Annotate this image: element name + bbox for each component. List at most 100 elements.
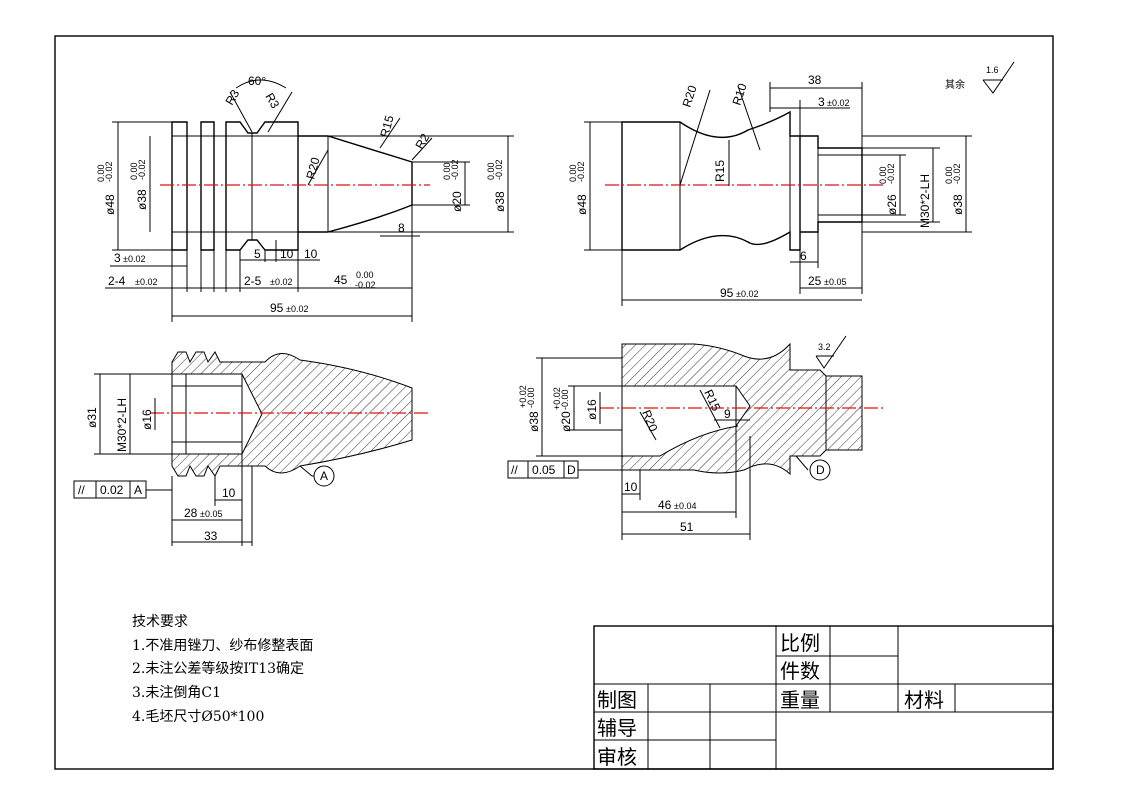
fcf-symbol: //: [511, 463, 518, 477]
d20-tol-lo: -0.00: [560, 389, 570, 410]
r20-label: R20: [303, 156, 322, 181]
notes-title: 技术要求: [132, 614, 188, 630]
r3-label-b: R3: [262, 91, 282, 112]
angle-label: 60°: [248, 74, 266, 88]
l51-label: 51: [680, 520, 694, 534]
d48-label: ø48: [575, 194, 589, 215]
l28-tol: ±0.05: [200, 509, 222, 519]
tb-drawn-label: 制图: [597, 688, 637, 712]
l2-5-tol: ±0.02: [270, 277, 292, 287]
l95-tol: ±0.02: [736, 289, 758, 299]
view-bottom-left: ø31 M30*2-LH ø16 A // 0.02 A 10 28 ±0.05…: [73, 351, 430, 546]
l2-4-label: 2-4: [108, 274, 126, 288]
l9-label: 9: [724, 407, 731, 421]
d38-label: ø38: [527, 411, 541, 432]
r15-label: R15: [377, 114, 396, 139]
d38-tol-up: 0.00: [944, 166, 954, 184]
l95-label: 95: [720, 286, 734, 300]
note-item-1: 1.不准用锉刀、纱布修整表面: [132, 638, 313, 654]
l3-tol: ±0.02: [827, 98, 849, 108]
d20-label: ø20: [450, 191, 464, 212]
m30-label: M30*2-LH: [115, 398, 129, 452]
d20-tol-lo: -0.02: [450, 159, 460, 180]
l95-tol: ±0.02: [286, 304, 308, 314]
d38r-tol-up: 0.00: [486, 162, 496, 180]
l10-label: 10: [222, 486, 236, 500]
roughness-value: 3.2: [818, 342, 831, 352]
view-top-right: R20 R10 R15 38 3 ±0.02 ø48 0.00 -0.02 ø2…: [568, 73, 972, 306]
tb-weight-label: 重量: [780, 688, 820, 712]
datum-label: A: [320, 469, 328, 483]
r10-label: R10: [730, 81, 750, 107]
l45-tol-up: 0.00: [356, 270, 374, 280]
d38-label: ø38: [135, 189, 149, 210]
r20-label: R20: [680, 83, 700, 109]
d48-tol-up: 0.00: [96, 164, 106, 182]
d16-label: ø16: [140, 409, 154, 430]
note-item-4: 4.毛坯尺寸Ø50*100: [132, 709, 264, 725]
fcf-symbol: //: [78, 483, 85, 497]
d16-label: ø16: [585, 399, 599, 420]
l3-label: 3: [818, 95, 825, 109]
l28-label: 28: [184, 506, 198, 520]
d38-label: ø38: [951, 194, 965, 215]
l8-label: 8: [398, 221, 405, 235]
l2-4-tol: ±0.02: [135, 277, 157, 287]
d20-tol-up: +0.02: [552, 387, 562, 410]
d38r-tol-lo: -0.02: [494, 159, 504, 180]
tb-review-label: 审核: [597, 745, 637, 769]
tb-scale-label: 比例: [780, 631, 820, 655]
note-item-2: 2.未注公差等级按IT13确定: [132, 660, 304, 677]
d38-tol-lo: -0.02: [137, 159, 147, 180]
r3-label-a: R3: [222, 87, 242, 108]
l25-tol: ±0.05: [824, 277, 846, 287]
d26-tol-up: 0.00: [878, 166, 888, 184]
roughness-rest-label: 其余: [945, 78, 965, 91]
d31-label: ø31: [85, 407, 99, 428]
fcf-tolerance: 0.05: [532, 463, 556, 477]
roughness-value: 1.6: [986, 65, 999, 75]
drawing-border: [54, 35, 1054, 770]
l33-label: 33: [204, 529, 218, 543]
datum-label: D: [816, 463, 825, 477]
view-top-left: 60° R3 R3 R15 R2 R20 ø48 0.00 -0.02 ø38 …: [96, 74, 514, 322]
l38-label: 38: [808, 73, 822, 87]
l46-label: 46: [658, 498, 672, 512]
l3-tol: ±0.02: [123, 254, 145, 264]
technical-notes: 技术要求 1.不准用锉刀、纱布修整表面 2.未注公差等级按IT13确定 3.未注…: [132, 614, 313, 725]
l10b-label: 10: [304, 247, 318, 261]
d48-tol-lo: -0.02: [104, 161, 114, 182]
title-block: 比例 件数 重量 材料 制图 辅导 审核: [593, 625, 1054, 770]
l45-label: 45: [334, 273, 348, 287]
d38-tol-lo: -0.00: [526, 387, 536, 408]
note-item-3: 3.未注倒角C1: [132, 685, 221, 701]
tb-guide-label: 辅导: [597, 716, 637, 740]
l10-label: 10: [624, 480, 638, 494]
d48-label: ø48: [103, 194, 117, 215]
tb-material-label: 材料: [904, 688, 944, 712]
d20-tol-up: 0.00: [442, 162, 452, 180]
r2-label: R2: [412, 131, 432, 152]
l5-label: 5: [254, 247, 261, 261]
l95-label: 95: [270, 301, 284, 315]
r15-label: R15: [713, 160, 727, 182]
fcf-reference: D: [567, 463, 576, 477]
d48-tol-lo: -0.02: [576, 161, 586, 182]
d38-tol-up: +0.02: [518, 385, 528, 408]
d26-label: ø26: [885, 194, 899, 215]
fcf-tolerance: 0.02: [100, 483, 124, 497]
d20-label: ø20: [559, 411, 573, 432]
l3-label: 3: [114, 251, 121, 265]
l25-label: 25: [808, 274, 822, 288]
roughness-note: 其余 1.6: [945, 61, 1015, 94]
l6-label: 6: [800, 249, 807, 263]
d38-tol-lo: -0.02: [952, 163, 962, 184]
tb-qty-label: 件数: [780, 659, 820, 683]
d26-tol-lo: -0.02: [886, 163, 896, 184]
d38r-label: ø38: [493, 191, 507, 212]
m30-label: M30*2-LH: [918, 174, 932, 228]
l10a-label: 10: [280, 247, 294, 261]
d48-tol-up: 0.00: [568, 164, 578, 182]
view-bottom-right: ø38 +0.02 -0.00 ø20 +0.02 -0.00 ø16 R20 …: [507, 335, 885, 540]
